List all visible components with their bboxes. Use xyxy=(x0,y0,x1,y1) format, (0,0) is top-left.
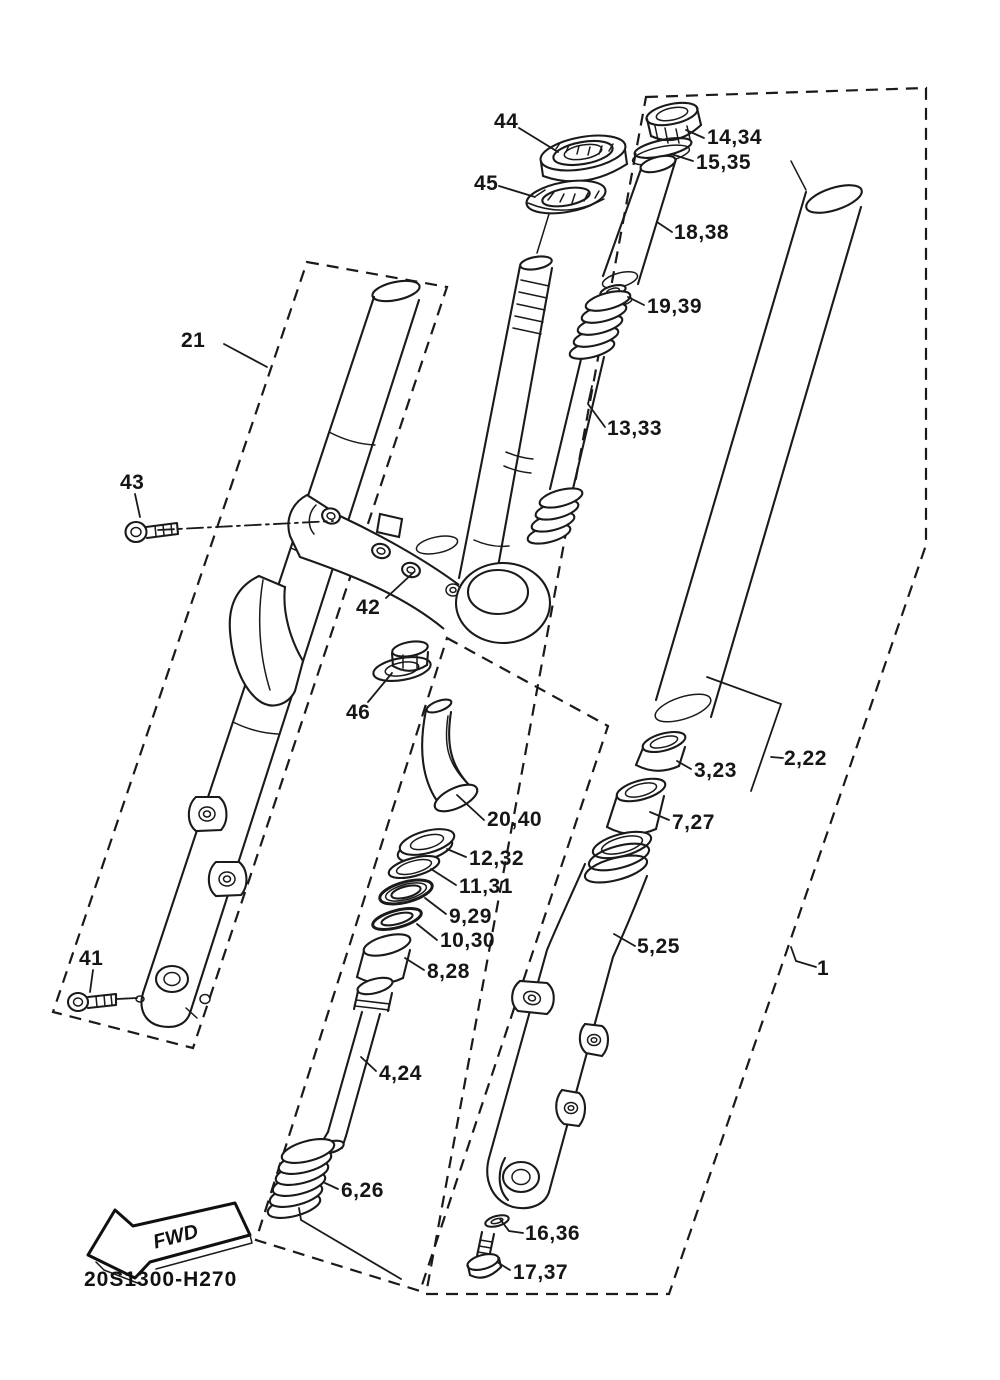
steering-nut-washer-drawing xyxy=(372,640,432,682)
callout-15-35: 15,35 xyxy=(696,151,752,174)
callout-11-31: 11,31 xyxy=(459,875,513,898)
callout-19-39: 19,39 xyxy=(647,295,703,318)
seal-spacer-drawing xyxy=(396,828,456,863)
right-fork-outer-tube-drawing xyxy=(486,830,653,1210)
callout-13-33: 13,33 xyxy=(607,417,663,440)
left-fork-outer-tube-drawing xyxy=(135,279,421,1028)
callout-4-24: 4,24 xyxy=(379,1062,422,1085)
callout-10-30: 10,30 xyxy=(440,929,496,952)
steering-stem-lower-bracket-drawing xyxy=(287,255,554,645)
callout-5-25: 5,25 xyxy=(637,935,680,958)
callout-17-37: 17,37 xyxy=(513,1261,569,1284)
group-box-left-fork-assembly xyxy=(51,260,449,1050)
bearing-drawing xyxy=(525,179,607,254)
callout-14-34: 14,34 xyxy=(707,126,763,149)
callout-41: 41 xyxy=(79,947,104,970)
callout-leader-lines xyxy=(89,127,817,1271)
pinch-bolt-41-drawing xyxy=(66,991,118,1013)
callout-1: 1 xyxy=(817,957,830,980)
callout-45: 45 xyxy=(474,172,499,195)
callout-20-40: 20,40 xyxy=(487,808,543,831)
pinch-bolt-43-drawing xyxy=(124,520,180,544)
guide-bushing-drawing xyxy=(605,777,667,836)
drawing-number: 20S1300-H270 xyxy=(84,1268,238,1291)
callout-2-22: 2,22 xyxy=(784,747,827,770)
protector-drawing xyxy=(421,698,479,813)
fork-spring-drawing xyxy=(526,290,632,545)
callout-12-32: 12,32 xyxy=(469,847,525,870)
spacer-tube-drawing xyxy=(601,154,678,289)
callout-42: 42 xyxy=(356,596,381,619)
retaining-clip-drawing xyxy=(371,907,423,931)
callout-44: 44 xyxy=(494,110,519,133)
rebound-spring-drawing xyxy=(266,1138,402,1280)
plain-washer-drawing xyxy=(387,854,441,880)
callout-9-29: 9,29 xyxy=(449,905,492,928)
callout-6-26: 6,26 xyxy=(341,1179,384,1202)
callout-43: 43 xyxy=(120,471,145,494)
callout-21: 21 xyxy=(181,329,206,352)
damper-bolt-drawing xyxy=(466,1230,503,1279)
group-box-damper-parts xyxy=(254,636,610,1293)
callout-16-36: 16,36 xyxy=(525,1222,581,1245)
inner-tube-drawing xyxy=(654,160,863,723)
callout-3-23: 3,23 xyxy=(694,759,737,782)
slide-bushing-drawing xyxy=(634,730,687,772)
fwd-direction-arrow: FWD xyxy=(86,1201,253,1285)
callout-8-28: 8,28 xyxy=(427,960,470,983)
fork-cap-bolt-drawing xyxy=(645,101,703,144)
bearing-cover-drawing xyxy=(539,134,629,183)
callout-46: 46 xyxy=(346,701,371,724)
dust-bushing-drawing xyxy=(355,933,412,985)
callout-18-38: 18,38 xyxy=(674,221,730,244)
oil-seal-drawing xyxy=(378,878,434,906)
callout-7-27: 7,27 xyxy=(672,811,715,834)
